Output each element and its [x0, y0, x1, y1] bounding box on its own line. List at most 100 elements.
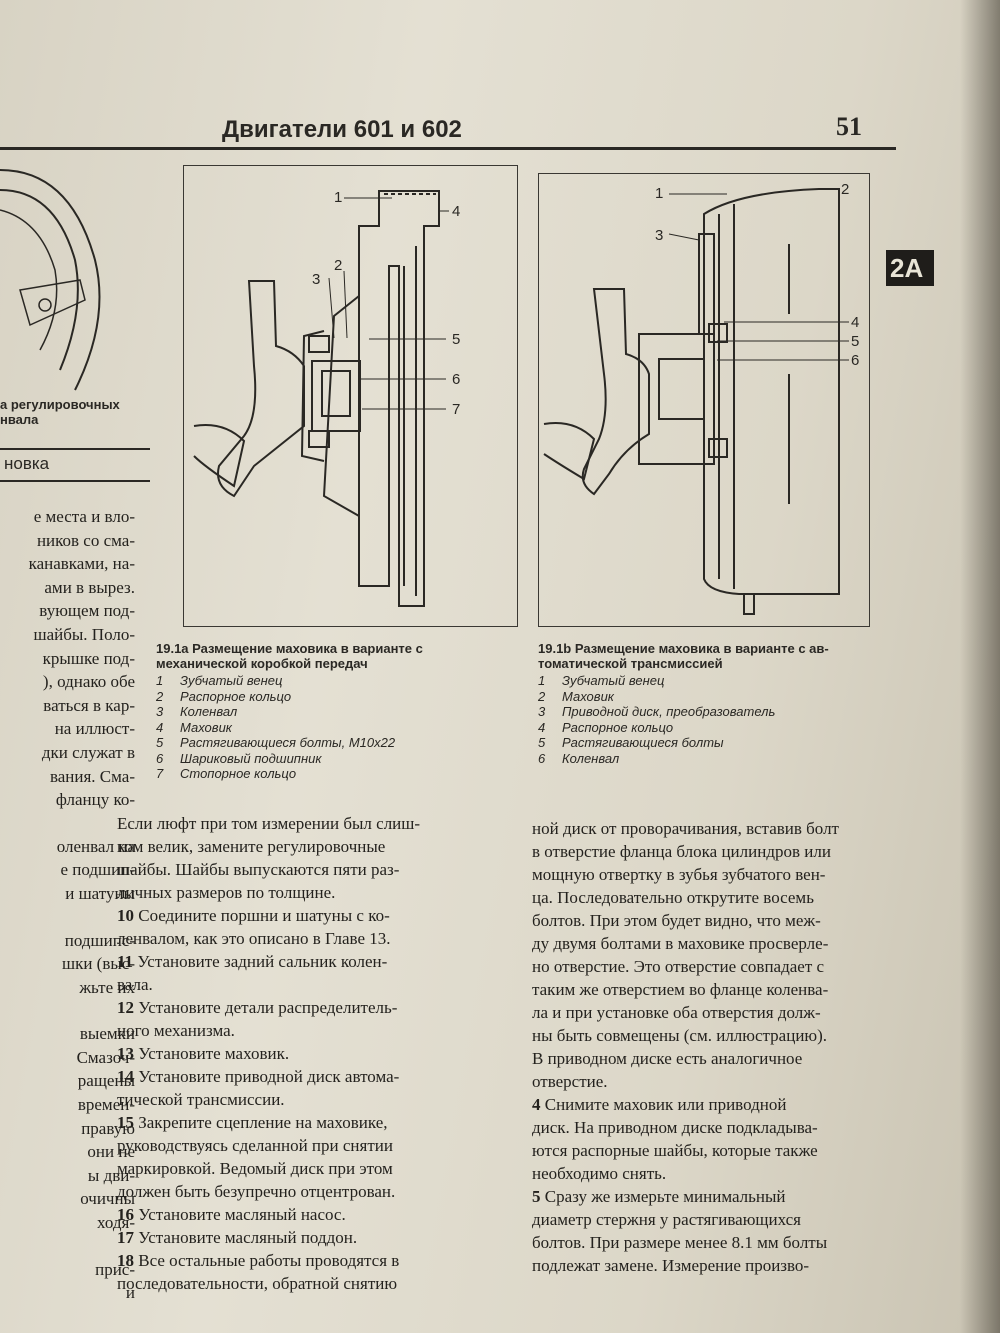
text-line: таким же отверстием во фланце коленва-	[532, 978, 952, 1001]
text-line: Смазоч-	[76, 1047, 135, 1067]
text-line-content: диаметр стержня у растягивающихся	[532, 1210, 801, 1229]
text-line: ются распорные шайбы, которые также	[532, 1139, 952, 1162]
text-line-content: ного механизма.	[117, 1021, 235, 1040]
text-line: В приводном диске есть аналогичное	[532, 1047, 952, 1070]
text-line-content: ла и при установке оба отверстия долж-	[532, 1003, 821, 1022]
text-line: шайбы. Поло-	[33, 624, 135, 644]
text-line: шайбы. Шайбы выпускаются пяти раз-	[117, 858, 517, 881]
legend-item-number: 4	[538, 719, 546, 735]
text-line: диаметр стержня у растягивающихся	[532, 1208, 952, 1231]
callout-a-6: 6	[452, 371, 460, 388]
page-spine-shadow	[960, 0, 1000, 1333]
text-line: в отверстие фланца блока цилиндров или	[532, 840, 952, 863]
text-line: прис-	[95, 1259, 135, 1279]
text-line: 11 Установите задний сальник колен-	[117, 950, 517, 973]
text-line: ной диск от проворачивания, вставив болт	[532, 817, 952, 840]
step-number: 17	[117, 1228, 134, 1247]
legend-item-number: 6	[538, 750, 546, 766]
step-number: 15	[117, 1113, 134, 1132]
text-line-content: В приводном диске есть аналогичное	[532, 1049, 803, 1068]
right-text-column: ной диск от проворачивания, вставив болт…	[532, 817, 952, 1277]
text-line-content: ком велик, замените регулировочные	[117, 837, 386, 856]
legend-item-text: Зубчатый венец	[180, 673, 283, 688]
legend-item-text: Коленвал	[562, 750, 620, 766]
text-line: 15 Закрепите сцепление на маховике,	[117, 1111, 517, 1134]
text-line: ), однако обе	[42, 672, 135, 692]
flywheel-automatic-diagram: 1 2 3 4 5 6	[543, 181, 859, 615]
text-line: крышке под-	[42, 648, 135, 668]
figure-b-frame: 1 2 3 4 5 6	[538, 173, 870, 627]
legend-item-text: Коленвал	[180, 704, 238, 719]
text-line	[0, 999, 135, 1022]
callout-b-3: 3	[655, 227, 663, 244]
legend-item-number: 6	[156, 750, 164, 766]
text-line: правую	[81, 1118, 135, 1138]
left-caption-fragment: а регулировочных нвала	[0, 397, 120, 427]
text-line-content: последовательности, обратной снятию	[117, 1274, 398, 1293]
step-number: 11	[117, 952, 134, 971]
step-number: 18	[117, 1251, 134, 1270]
text-line-content: должен быть безупречно отцентрован.	[117, 1182, 396, 1201]
text-line-content: Соедините поршни и шатуны с ко-	[138, 906, 390, 925]
left-column-fragment: е места и вло-ников со сма-канавками, на…	[0, 505, 135, 1305]
text-line: шки (выс-	[61, 954, 135, 974]
figure-a-caption: 19.1a Размещение маховика в варианте с м…	[156, 641, 516, 782]
text-line-content: ны быть совмещены (см. иллюстрацию).	[532, 1026, 828, 1045]
text-line: болтов. При этом будет видно, что меж-	[532, 909, 952, 932]
legend-item-number: 7	[156, 766, 164, 781]
text-line: жьте их	[79, 977, 135, 997]
text-line: е подшип-	[60, 860, 136, 880]
text-line-content: необходимо снять.	[532, 1164, 667, 1183]
text-line-content: Установите приводной диск автома-	[138, 1067, 400, 1086]
text-line: ленвалом, как это описано в Главе 13.	[117, 927, 517, 950]
legend-item-text: Распорное кольцо	[180, 688, 292, 704]
legend-item-text: Растягивающиеся болты, М10x22	[180, 735, 396, 750]
step-number: 16	[117, 1205, 134, 1224]
text-line-content: ной диск от проворачивания, вставив болт	[532, 819, 839, 838]
text-line-content: болтов. При размере менее 8.1 мм болты	[532, 1233, 828, 1252]
text-line: 12 Установите детали распределитель-	[117, 996, 517, 1019]
text-line	[0, 1235, 135, 1258]
text-line-content: ленвалом, как это описано в Главе 13.	[117, 929, 391, 948]
text-line: тической трансмиссии.	[117, 1088, 517, 1111]
legend-item-text: Маховик	[562, 688, 614, 704]
callout-a-4: 4	[452, 203, 460, 220]
text-line-content: шайбы. Шайбы выпускаются пяти раз-	[117, 860, 400, 879]
text-line-content: Снимите маховик или приводной	[544, 1095, 787, 1114]
legend-item-number: 1	[156, 673, 164, 688]
text-line-content: Установите задний сальник колен-	[137, 952, 388, 971]
page-number: 51	[836, 112, 862, 141]
text-line-content: Установите масляный поддон.	[138, 1228, 358, 1247]
callout-a-7: 7	[452, 401, 460, 418]
text-line: фланцу ко-	[55, 790, 135, 810]
left-caption-line: нвала	[0, 412, 39, 427]
text-line: ду двумя болтами в маховике просверле-	[532, 932, 952, 955]
text-line: ваться в кар-	[43, 695, 135, 715]
text-line: ращены	[77, 1071, 135, 1091]
text-line: подлежат замене. Измерение произво-	[532, 1254, 952, 1277]
text-line-content: тической трансмиссии.	[117, 1090, 285, 1109]
text-line: Если люфт при том измерении был слиш-	[117, 812, 517, 835]
text-line-content: но отверстие. Это отверстие совпадает с	[532, 957, 825, 976]
legend-item-text: Растягивающиеся болты	[562, 735, 724, 750]
text-line-content: Все остальные работы проводятся в	[138, 1251, 400, 1270]
text-line: ходя-	[97, 1213, 135, 1233]
step-number: 12	[117, 998, 134, 1017]
legend-item-number: 2	[156, 688, 164, 704]
text-line: 10 Соедините поршни и шатуны с ко-	[117, 904, 517, 927]
header-title: Двигатели 601 и 602	[222, 116, 462, 143]
text-line-content: отверстие.	[532, 1072, 608, 1091]
section-heading-fragment: новка	[4, 454, 50, 473]
text-line: 14 Установите приводной диск автома-	[117, 1065, 517, 1088]
step-number: 5	[532, 1187, 541, 1206]
callout-b-2: 2	[841, 181, 849, 198]
text-line: должен быть безупречно отцентрован.	[117, 1180, 517, 1203]
legend-item: 2 Распорное кольцо	[156, 689, 516, 705]
left-caption-line: а регулировочных	[0, 397, 120, 412]
text-line: подшипс-	[64, 930, 135, 950]
text-line: вала.	[117, 973, 517, 996]
text-line: выемки	[79, 1024, 135, 1044]
